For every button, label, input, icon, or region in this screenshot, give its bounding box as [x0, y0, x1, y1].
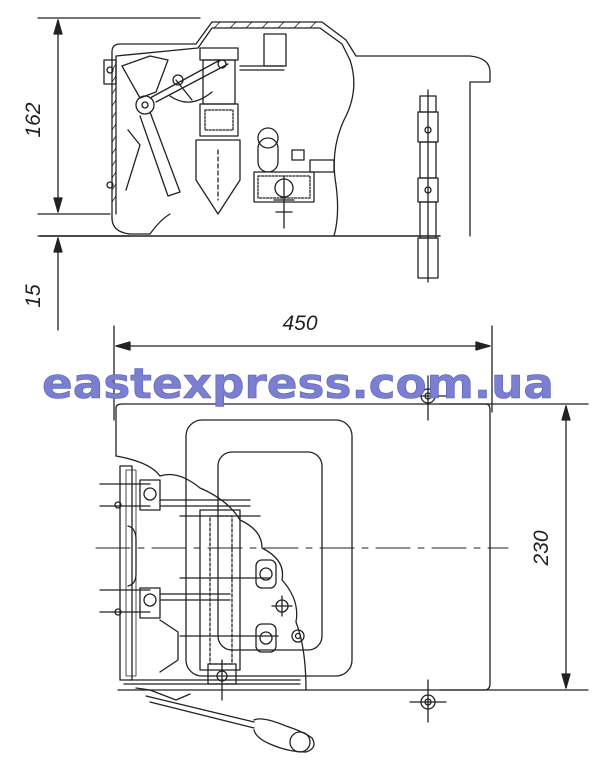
contact-column: [195, 33, 287, 215]
coil-block: [253, 127, 335, 229]
internal-mechanism: [99, 465, 305, 701]
operating-handle: [135, 687, 315, 753]
dim-label-15: 15: [22, 284, 45, 308]
watermark-text: eastexpress.com.ua: [42, 359, 554, 408]
mounting-hole-bottom: [409, 679, 447, 723]
dim-label-230: 230: [530, 530, 553, 566]
side-view: [37, 17, 491, 331]
lever-mechanism: [103, 55, 229, 197]
dim-label-450: 450: [282, 312, 317, 335]
mounting-hole-top: [409, 375, 447, 421]
top-view: [95, 325, 589, 753]
dim-label-162: 162: [22, 102, 45, 137]
terminal-post: [417, 89, 439, 283]
